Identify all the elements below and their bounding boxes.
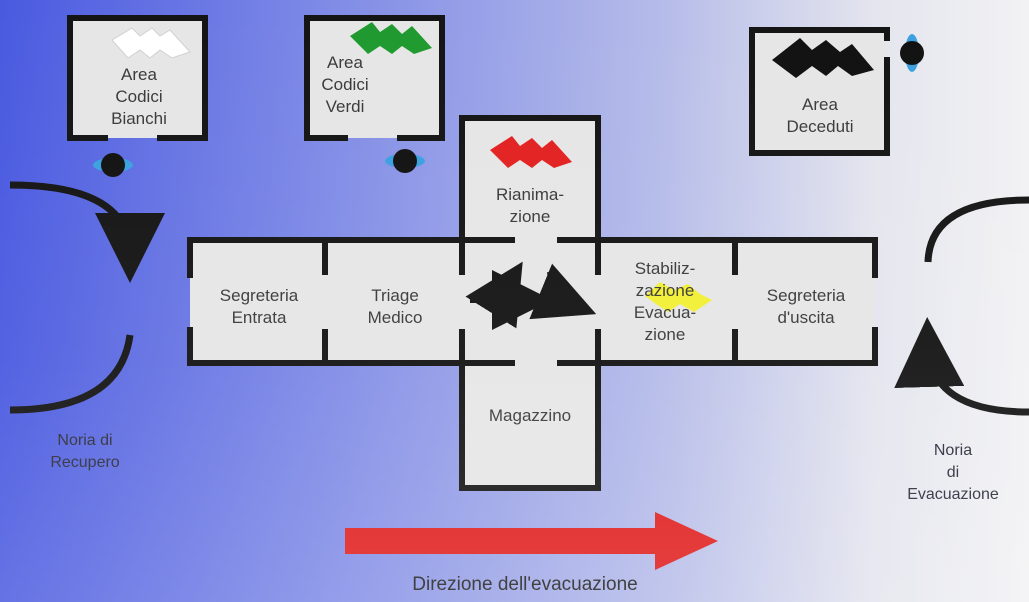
white-tag-icon — [111, 27, 191, 59]
label-triage-medico: Triage Medico — [367, 286, 423, 327]
label-rianimazione: Rianima- zione — [495, 185, 565, 226]
person-marker-icon — [93, 153, 133, 177]
curved-arrow-icon — [894, 317, 1029, 416]
direction-arrow-icon — [345, 512, 718, 570]
curved-arc-evacuazione — [924, 196, 1029, 263]
triage-tags — [111, 22, 874, 312]
label-stabilizzazione: Stabiliz- zazione Evacua- zione — [633, 259, 697, 344]
flow-arrow-icon — [529, 263, 597, 320]
direction-arrow — [345, 512, 718, 570]
wall-band-bottom-left — [187, 327, 465, 366]
wall-verdi — [304, 15, 445, 141]
person-marker-icon — [900, 34, 924, 72]
curved-arrow-icon — [9, 181, 165, 283]
curved-arc-recupero — [9, 334, 134, 414]
label-segreteria-entrata: Segreteria Entrata — [219, 286, 299, 327]
person-markers — [93, 34, 924, 177]
person-marker-icon — [385, 149, 425, 173]
wall-band-top-left — [187, 237, 465, 278]
label-area-verdi: Area Codici Verdi — [321, 53, 369, 116]
wall-band-top-right — [595, 237, 878, 278]
label-noria-evacuazione: Noria di Evacuazione — [907, 442, 999, 503]
label-noria-recupero: Noria di Recupero — [50, 432, 120, 471]
label-area-deceduti: Area Deceduti — [786, 95, 854, 136]
label-segreteria-uscita: Segreteria d'uscita — [766, 286, 846, 327]
flow-arrows — [465, 261, 597, 330]
label-area-bianchi: Area Codici Bianchi — [111, 65, 167, 128]
wall-rianimazione — [459, 115, 601, 243]
yellow-tag-icon — [645, 282, 712, 312]
walls — [67, 15, 890, 491]
wall-magazzino — [459, 360, 601, 491]
noria-arrows — [9, 181, 1029, 416]
black-tag-icon — [772, 38, 874, 78]
label-magazzino: Magazzino — [488, 406, 572, 425]
green-tag-icon — [350, 22, 432, 54]
label-direction: Direzione dell'evacuazione — [412, 574, 638, 595]
red-tag-icon — [490, 136, 572, 168]
wall-deceduti — [749, 27, 890, 156]
wall-band-bottom-right — [595, 327, 878, 366]
wall-bianchi — [67, 15, 208, 141]
